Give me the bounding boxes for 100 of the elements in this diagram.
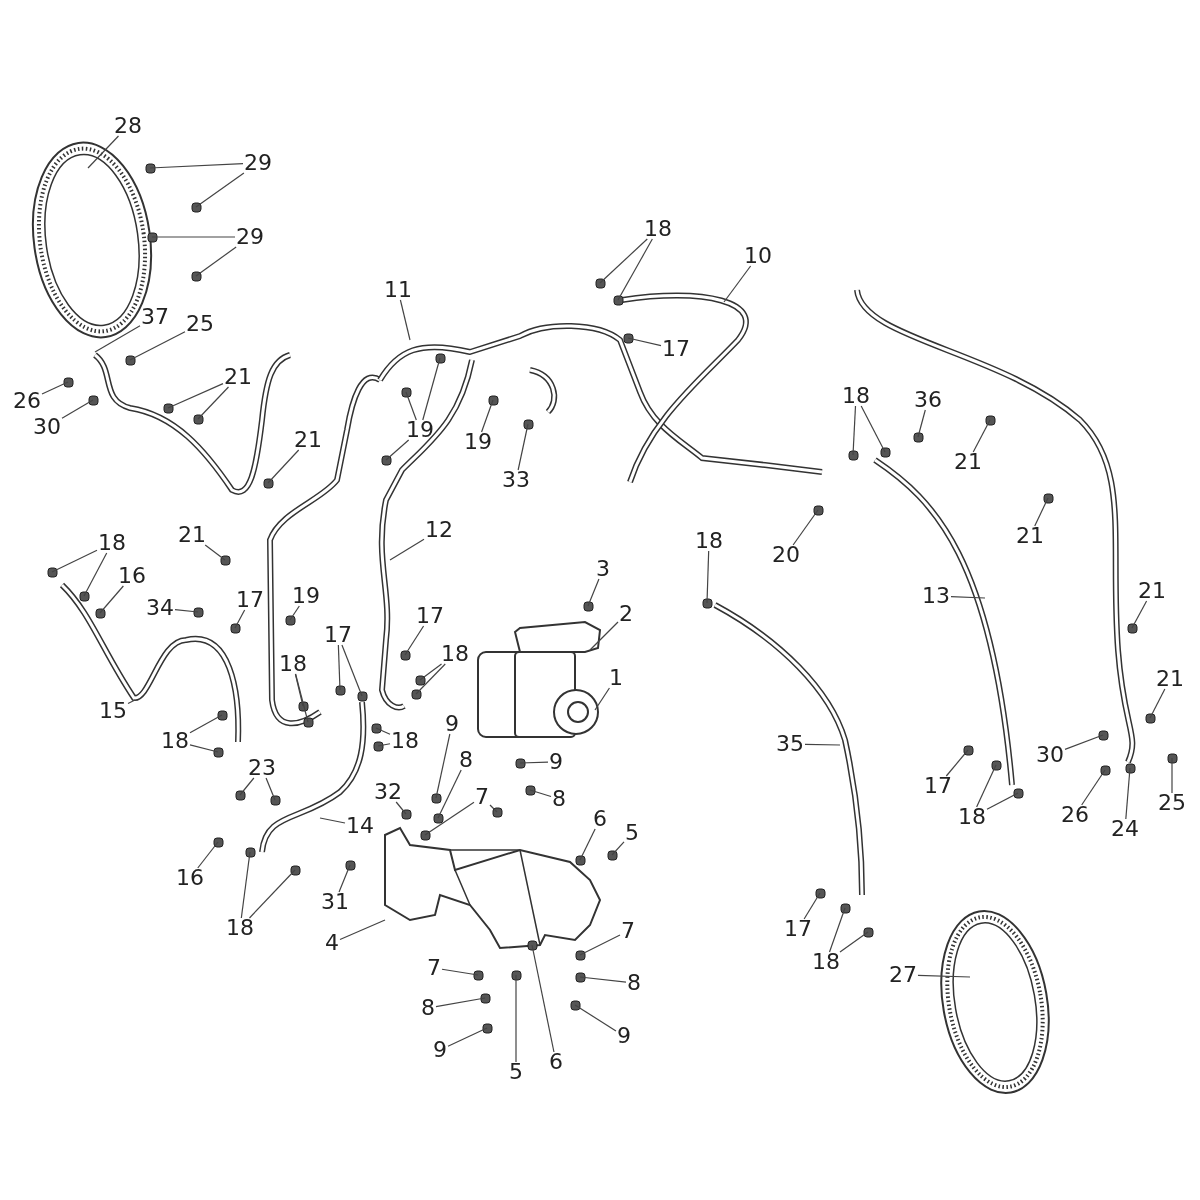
leader-line (195, 246, 237, 277)
leader-line (917, 974, 971, 978)
callout-number: 21 (177, 523, 207, 547)
callout-number: 7 (426, 956, 442, 980)
callout-number: 35 (775, 732, 805, 756)
leader-line (531, 944, 555, 1053)
leader-line (860, 405, 886, 453)
leader-line (579, 976, 627, 983)
callout-number: 13 (921, 584, 951, 608)
leader-line (1064, 734, 1104, 750)
leader-line (1034, 497, 1049, 527)
callout-number: 20 (771, 543, 801, 567)
callout-number: 29 (243, 151, 273, 175)
callout-number: 18 (440, 642, 470, 666)
leader-line (804, 743, 841, 746)
leader-line (447, 1027, 488, 1047)
callout-number: 17 (415, 604, 445, 628)
callout-number: 21 (1015, 524, 1045, 548)
leader-line (1149, 688, 1166, 719)
callout-number: 14 (345, 814, 375, 838)
callout-number: 16 (175, 866, 205, 890)
leader-line (239, 777, 255, 796)
leader-line (594, 687, 611, 711)
leader-line (61, 399, 94, 419)
leader-line (617, 238, 653, 301)
leader-line (248, 869, 296, 919)
callout-number: 9 (616, 1024, 632, 1048)
callout-number: 31 (320, 890, 350, 914)
leader-line (99, 585, 124, 614)
leader-line (174, 609, 199, 613)
callout-number: 18 (160, 729, 190, 753)
leader-line (422, 357, 441, 421)
callout-number: 18 (97, 531, 127, 555)
leader-line (917, 409, 926, 438)
callout-number: 3 (595, 557, 611, 581)
leader-line (234, 609, 246, 629)
leader-line (404, 625, 425, 656)
leader-line (189, 714, 223, 734)
leader-line (51, 549, 98, 573)
leader-line (337, 644, 341, 691)
leader-line (1171, 757, 1173, 794)
callout-number: 9 (548, 750, 564, 774)
callout-number: 17 (235, 588, 265, 612)
leader-line (574, 1004, 617, 1032)
leader-line (338, 864, 351, 893)
callout-number: 5 (508, 1060, 524, 1084)
leader-line (435, 733, 451, 799)
callout-number: 26 (12, 389, 42, 413)
leader-line (399, 299, 411, 341)
leader-line (94, 325, 141, 353)
leader-line (950, 596, 986, 599)
callout-number: 4 (324, 931, 340, 955)
callout-number: 21 (953, 450, 983, 474)
callout-number: 21 (1137, 579, 1167, 603)
callout-number: 21 (293, 428, 323, 452)
leader-line (385, 439, 410, 461)
leader-line (976, 764, 997, 808)
leader-line (415, 663, 446, 695)
callout-number: 18 (957, 805, 987, 829)
callout-number: 18 (278, 652, 308, 676)
callout-number: 17 (923, 774, 953, 798)
callout-number: 21 (1155, 667, 1185, 691)
leader-line (319, 817, 346, 824)
callout-number: 18 (694, 529, 724, 553)
leader-line (579, 828, 596, 861)
leader-line (627, 337, 662, 347)
leader-line (149, 163, 244, 169)
leader-line (204, 544, 226, 561)
leader-line (828, 907, 846, 953)
leader-line (437, 769, 462, 819)
leader-line (289, 605, 300, 621)
callout-number: 29 (235, 225, 265, 249)
leader-line (529, 789, 552, 798)
callout-number: 27 (888, 963, 918, 987)
leader-line (587, 578, 600, 607)
callout-number: 18 (841, 384, 871, 408)
leader-line (375, 727, 391, 735)
callout-number: 18 (643, 217, 673, 241)
callout-number: 19 (405, 418, 435, 442)
callout-number: 5 (624, 821, 640, 845)
leader-line (515, 974, 517, 1063)
leader-line (839, 931, 869, 953)
leader-line (611, 841, 625, 856)
callout-number: 18 (390, 729, 420, 753)
callout-number: 17 (323, 623, 353, 647)
leader-line (517, 423, 529, 471)
leader-line (389, 538, 425, 561)
leader-line (405, 391, 417, 421)
leader-line (723, 265, 752, 303)
callout-number: 33 (501, 468, 531, 492)
leader-line (167, 383, 224, 409)
leader-line (706, 550, 710, 604)
leader-line (267, 449, 300, 484)
callout-number: 23 (247, 756, 277, 780)
callout-number: 10 (743, 244, 773, 268)
leader-line (87, 135, 120, 169)
callout-number: 30 (1035, 743, 1065, 767)
leader-line (480, 399, 494, 433)
leader-line (1125, 767, 1131, 820)
callout-number: 6 (592, 807, 608, 831)
